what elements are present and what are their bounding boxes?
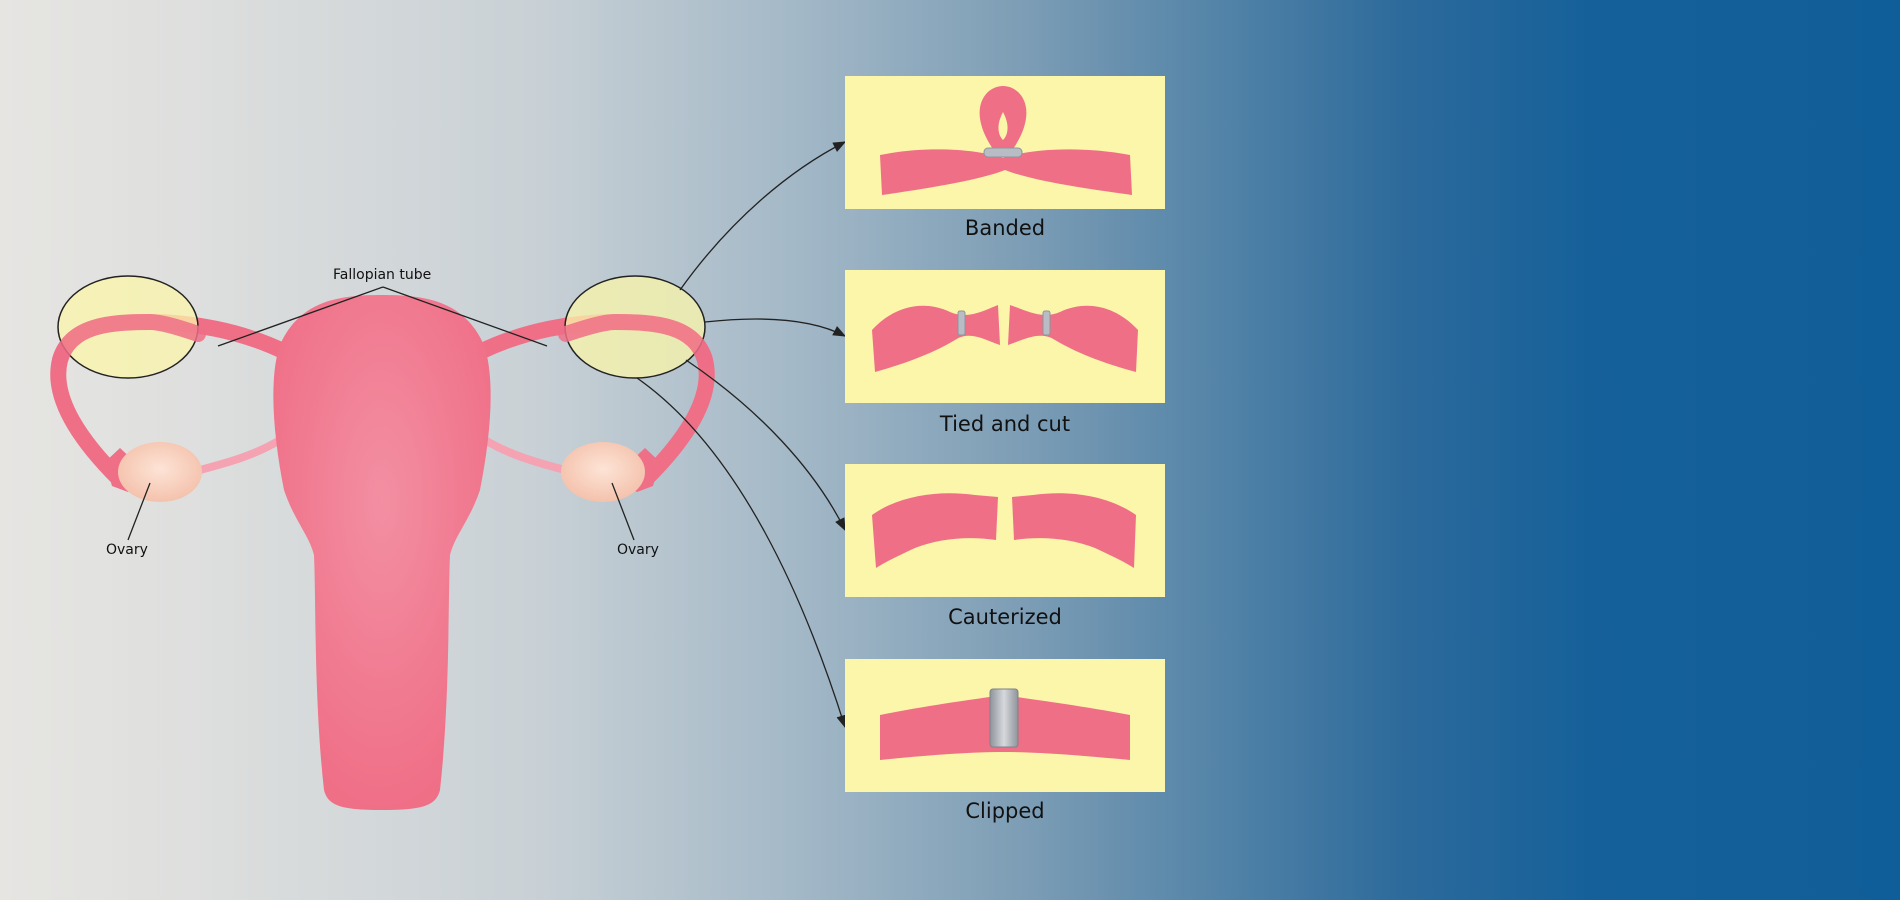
right-ovary [561,442,645,502]
panel-clipped [845,659,1165,792]
left-tube-overlay [52,313,206,368]
left-ovary [118,442,202,502]
arrow-to-cauterized [685,359,846,532]
arrow-to-clipped [636,377,847,729]
caption-tied-and-cut: Tied and cut [939,412,1071,436]
arrows [636,141,847,729]
uterus-body [273,295,491,810]
tie-right [1042,310,1051,336]
caption-banded: Banded [964,216,1046,240]
band-ring [983,147,1023,158]
uterus-anatomy [50,295,715,810]
tie-left [957,310,966,336]
arrow-to-tied-and-cut [704,318,847,337]
ovary-left-label: Ovary [106,542,148,558]
caption-clipped: Clipped [965,799,1045,823]
arrow-to-banded [679,141,847,291]
leader-lines [127,286,635,541]
fallopian-tube-label: Fallopian tube [333,267,432,283]
caption-cauterized: Cauterized [948,605,1062,629]
right-tube-overlay [558,313,713,368]
panel-banded [845,76,1165,209]
panel-tied-and-cut [845,270,1165,403]
clip-device [989,688,1019,748]
right-ovarian-ligament [481,436,569,474]
ovary-right-label: Ovary [617,542,659,558]
panel-cauterized [845,464,1165,597]
left-ovarian-ligament [196,436,284,474]
